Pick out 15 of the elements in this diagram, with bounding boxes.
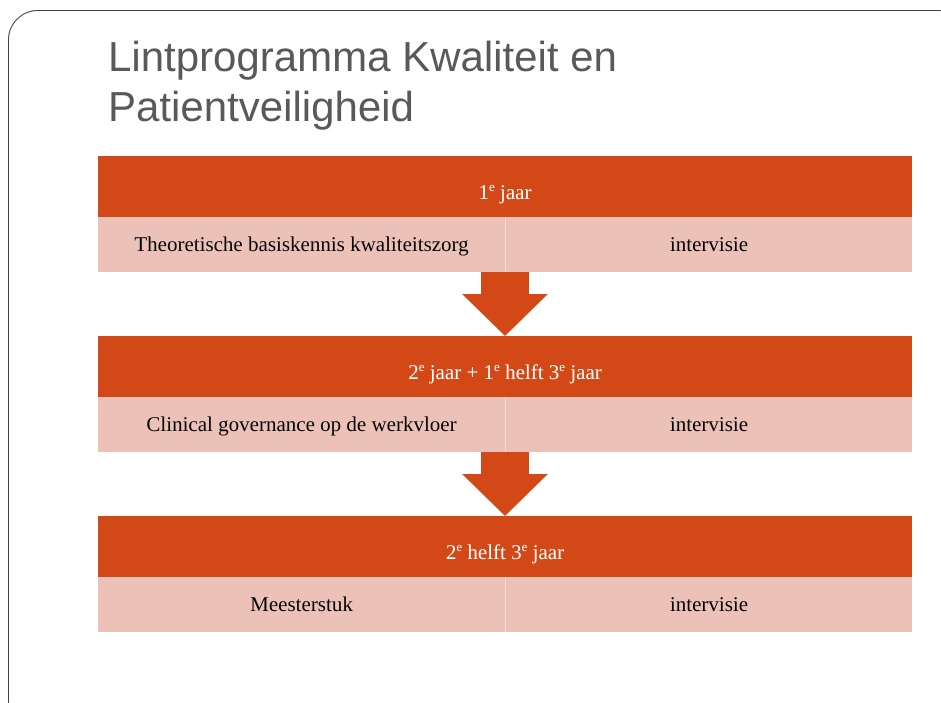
- block-arrow: [462, 272, 548, 336]
- phase-block: [98, 156, 912, 272]
- activity-cell: intervisie: [505, 217, 912, 272]
- phase-heading: 2$^{e}$ helft 3$^{e}$ jaar: [444, 538, 566, 566]
- activity-cell: Meesterstuk: [98, 577, 505, 632]
- phase-heading: 1$^{e}$ jaar: [477, 178, 532, 206]
- activity-cell: Clinical governance op de werkvloer: [98, 397, 505, 452]
- phase-heading: 2$^{e}$ jaar + 1$^{e}$ helft 3$^{e}$ jaar: [407, 358, 603, 386]
- activity-cell: intervisie: [505, 577, 912, 632]
- block-arrow: [462, 452, 548, 516]
- phase-block: [98, 516, 912, 632]
- activity-cell: Theoretische basiskennis kwaliteitszorg: [98, 217, 505, 272]
- slide-title: Lintprogramma Kwaliteit en Patientveiligheid: [108, 32, 618, 132]
- activity-cell: intervisie: [505, 397, 912, 452]
- phase-block: [98, 336, 912, 452]
